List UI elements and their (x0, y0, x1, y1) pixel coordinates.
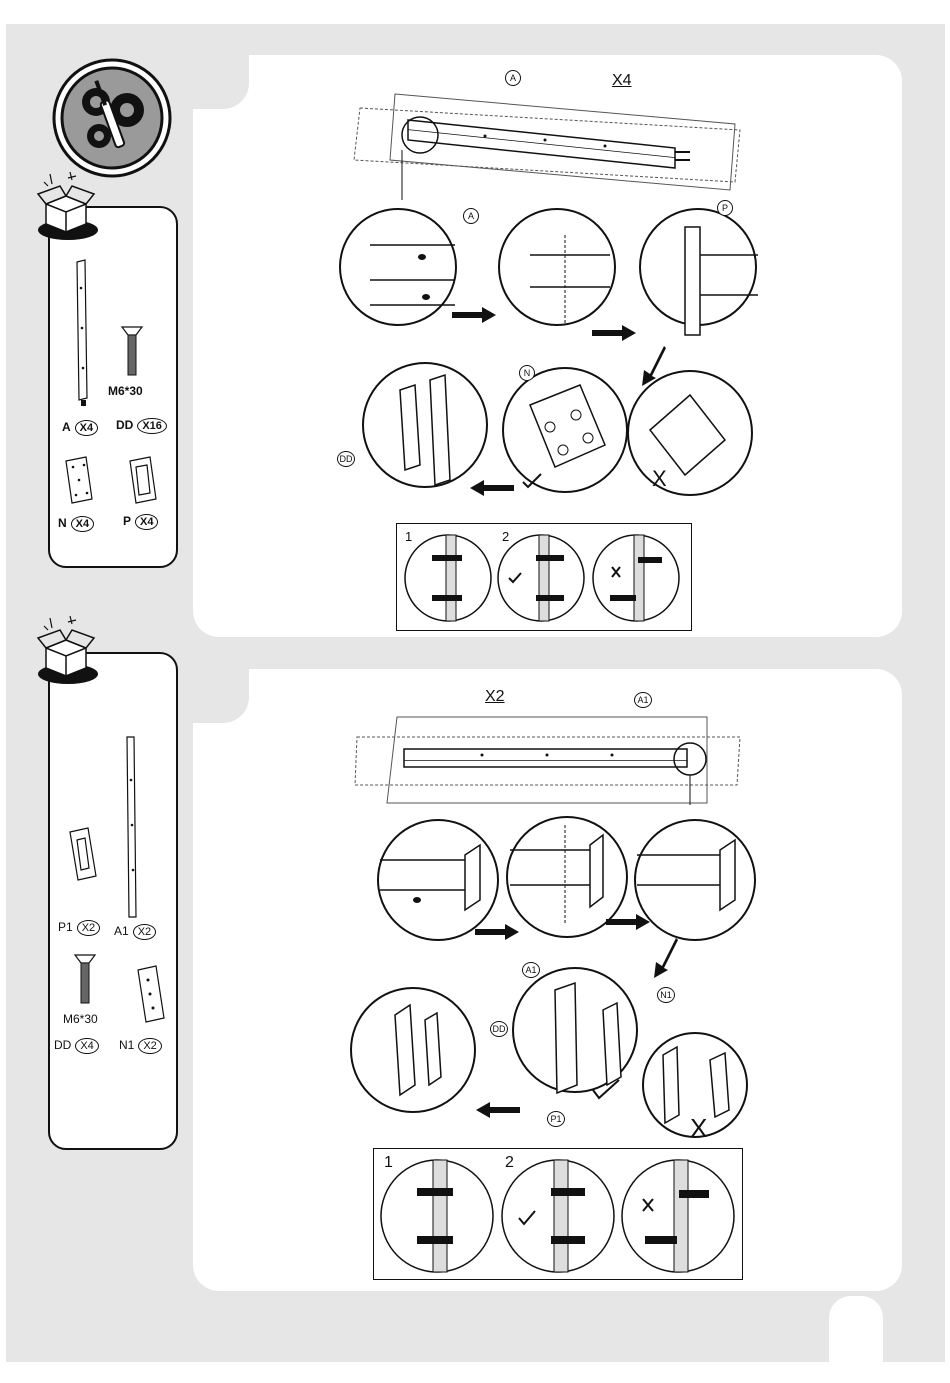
step1-multiplier: X4 (612, 72, 632, 90)
part-dd-code: DD (116, 418, 133, 432)
step1-detail-num-1: 1 (405, 529, 412, 544)
step2-mark-n1: N1 (657, 987, 675, 1003)
step2-detail-sequence (345, 815, 750, 1140)
step1-mark-p: P (717, 200, 733, 216)
cross-icon (642, 1198, 654, 1212)
page-number-tab (829, 1296, 883, 1366)
step2-detail-num-1: 1 (384, 1154, 393, 1172)
step2-mark-a1: A1 (634, 692, 652, 708)
step1-part-p-label: P X4 (123, 514, 158, 530)
screw-m6-drawing (73, 953, 97, 1005)
part-p1-code: P1 (58, 920, 73, 934)
step2-parts-box (48, 652, 178, 1150)
step1-panel-notch (193, 55, 249, 109)
part-p-code: P (123, 514, 131, 528)
part-p1-qty: X2 (77, 920, 100, 936)
step1-mark-a: A (505, 70, 521, 86)
step2-wrong-mark: X (690, 1113, 707, 1144)
step2-mark-dd: DD (490, 1021, 508, 1037)
step1-screw-detail-circles (396, 523, 690, 629)
step1-detail-num-2: 2 (502, 529, 509, 544)
arrow-down-left-icon (652, 938, 678, 978)
part-p-frame-drawing (126, 455, 160, 505)
step1-part-dd-label: DD X16 (116, 418, 167, 434)
part-a1-rail-drawing (124, 735, 140, 920)
checkmark-icon (518, 1210, 536, 1226)
step1-wrong-mark: X (652, 466, 667, 492)
part-dd-qty: X16 (137, 418, 167, 434)
step1-part-a-label: A X4 (62, 420, 98, 436)
part-n-qty: X4 (71, 516, 94, 532)
open-box-icon (30, 612, 102, 686)
step2-mark-p1: P1 (547, 1111, 565, 1127)
part-a-post-drawing (72, 258, 92, 408)
step2-multiplier: X2 (485, 688, 505, 706)
part-p-qty: X4 (135, 514, 158, 530)
step2-screw-size: M6*30 (63, 1012, 98, 1026)
step1-overview-beam (350, 90, 745, 195)
arrow-right-icon (606, 914, 650, 930)
arrow-right-icon (452, 307, 496, 323)
step1-part-n-label: N X4 (58, 516, 94, 532)
screw-m6-drawing (120, 325, 144, 377)
part-p1-frame-drawing (66, 826, 100, 882)
part-n-code: N (58, 516, 67, 530)
step2-detail-num-2: 2 (505, 1154, 514, 1172)
step2-mark-a1-detail: A1 (522, 962, 540, 978)
checkmark-icon (508, 572, 522, 584)
step1-detail-sequence (340, 205, 760, 505)
part-n1-qty: X2 (138, 1038, 161, 1054)
arrow-right-icon (475, 924, 519, 940)
part-a-qty: X4 (75, 420, 98, 436)
part-dd-qty: X4 (75, 1038, 98, 1054)
step1-mark-a-detail: A (463, 208, 479, 224)
checkmark-icon (522, 473, 542, 489)
arrow-right-icon (592, 325, 636, 341)
arrow-down-left-icon (640, 346, 666, 386)
checkmark-icon (592, 1078, 620, 1100)
part-a1-code: A1 (114, 924, 129, 938)
part-dd-code: DD (54, 1038, 71, 1052)
step2-part-n1-label: N1 X2 (119, 1038, 162, 1054)
step2-overview-rail (352, 705, 742, 805)
step2-part-dd-label: DD X4 (54, 1038, 99, 1054)
open-box-icon (30, 168, 102, 242)
step2-panel-notch (193, 669, 249, 723)
step2-part-a1-label: A1 X2 (114, 924, 156, 940)
step1-mark-dd: DD (337, 451, 355, 467)
part-a-code: A (62, 420, 71, 434)
arrow-left-icon (470, 480, 514, 496)
step2-screw-detail-circles (373, 1148, 741, 1278)
arrow-left-icon (476, 1102, 520, 1118)
part-a1-qty: X2 (133, 924, 156, 940)
part-n1-plate-drawing (134, 964, 168, 1024)
step1-mark-n: N (519, 365, 535, 381)
cross-icon (611, 566, 621, 578)
step2-part-p1-label: P1 X2 (58, 920, 100, 936)
step1-screw-size: M6*30 (108, 384, 143, 398)
part-n1-code: N1 (119, 1038, 134, 1052)
part-n-plate-drawing (62, 455, 96, 505)
tools-gears-icon (52, 58, 172, 178)
